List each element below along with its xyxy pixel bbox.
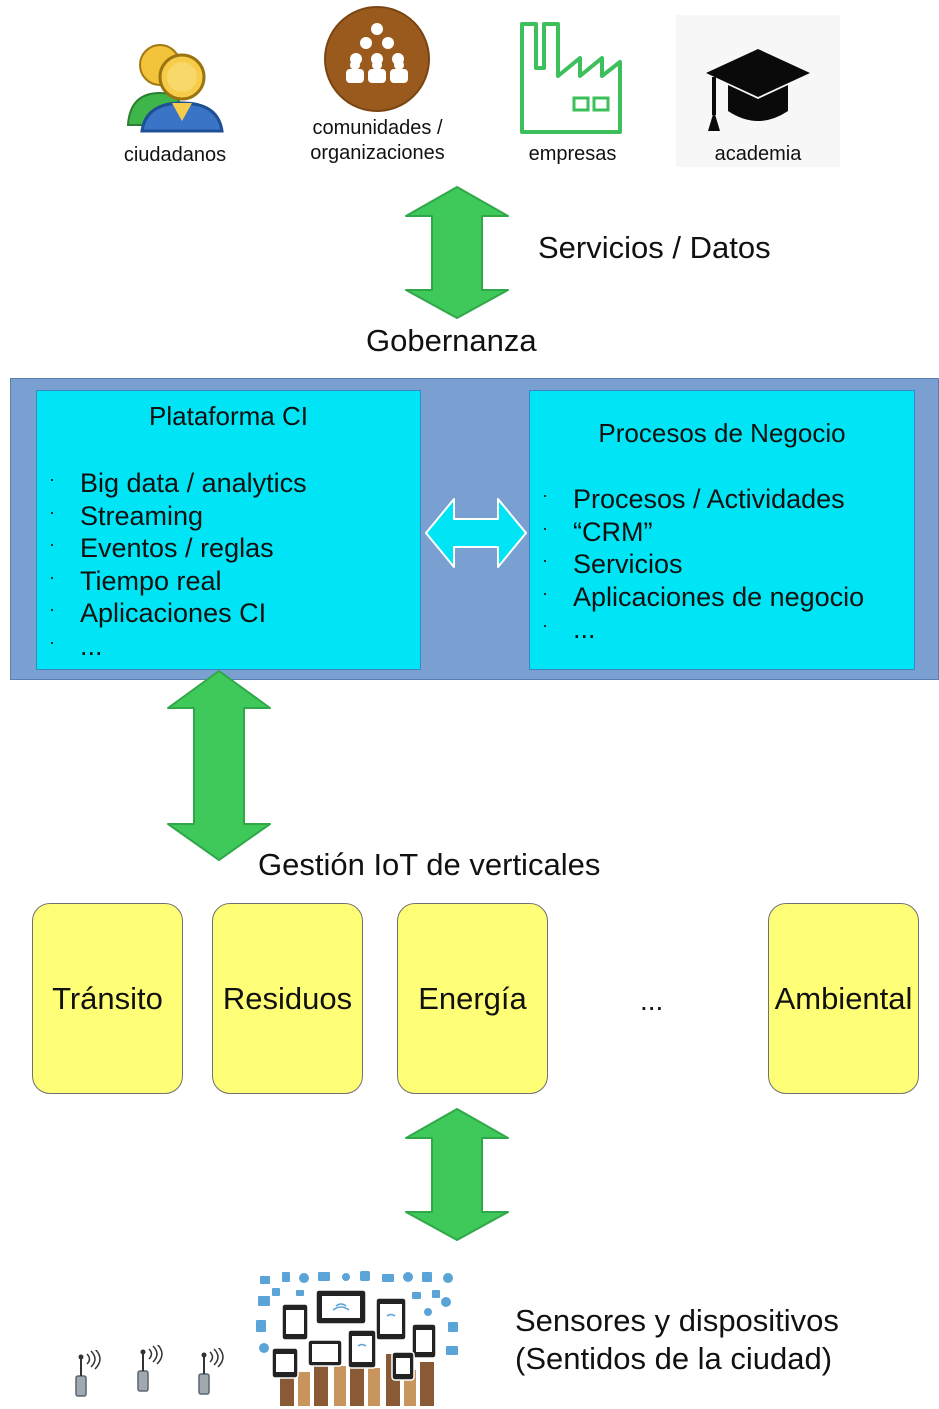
vertical-waste: Residuos (212, 903, 363, 1094)
platform-business-double-arrow (425, 498, 527, 568)
services-data-label: Servicios / Datos (538, 230, 771, 265)
academia-group: academia (676, 15, 840, 167)
vertical-environment: Ambiental (768, 903, 919, 1094)
business-processes-list: ·Procesos / Actividades ·“CRM” ·Servicio… (530, 483, 864, 646)
business-processes-box: Procesos de Negocio ·Procesos / Activida… (529, 390, 915, 670)
platform-ci-title: Plataforma CI (149, 401, 308, 431)
factory-icon (520, 22, 622, 134)
business-processes-title: Procesos de Negocio (598, 418, 846, 448)
sensor-icon (198, 1348, 224, 1395)
list-item: ·“CRM” (542, 516, 653, 547)
list-item: ·Aplicaciones de negocio (542, 581, 865, 612)
connected-devices-illustration (252, 1268, 464, 1406)
governance-label: Gobernanza (366, 323, 537, 358)
platform-ci-list: ·Big data / analytics ·Streaming ·Evento… (37, 467, 307, 663)
communities-label-line2: organizaciones (310, 142, 445, 164)
vertical-energy: Energía (397, 903, 548, 1094)
list-item: ·... (49, 630, 103, 661)
graduation-cap-icon (706, 49, 810, 131)
list-item: ·Tiempo real (49, 565, 222, 596)
services-data-double-arrow (405, 186, 509, 319)
sensors-label-line1: Sensores y dispositivos (515, 1303, 839, 1338)
verticals-label: Gestión IoT de verticales (258, 847, 601, 882)
list-item: ·... (542, 614, 596, 645)
list-item: ·Eventos / reglas (49, 533, 274, 564)
list-item: ·Aplicaciones CI (49, 598, 267, 629)
sensors-label-line2: (Sentidos de la ciudad) (515, 1341, 833, 1376)
sensor-icon (75, 1350, 101, 1397)
academia-label: academia (714, 143, 802, 165)
verticals-sensors-double-arrow (405, 1108, 509, 1241)
communities-group: comunidades / organizaciones (295, 5, 460, 170)
platform-verticals-double-arrow (167, 670, 271, 861)
list-item: ·Big data / analytics (49, 468, 307, 498)
citizens-icon (126, 44, 224, 133)
citizens-label: ciudadanos (123, 144, 227, 166)
list-item: ·Servicios (542, 549, 683, 580)
sensor-icon (137, 1345, 163, 1392)
community-icon (324, 6, 430, 112)
citizens-group: ciudadanos (105, 25, 245, 175)
communities-label-line1: comunidades / (312, 117, 443, 139)
vertical-transit: Tránsito (32, 903, 183, 1094)
companies-group: empresas (505, 18, 640, 168)
list-item: ·Procesos / Actividades (542, 484, 845, 514)
platform-ci-box: Plataforma CI ·Big data / analytics ·Str… (36, 390, 421, 670)
verticals-ellipsis: ... (640, 985, 664, 1016)
companies-label: empresas (528, 143, 617, 165)
list-item: ·Streaming (49, 500, 204, 531)
